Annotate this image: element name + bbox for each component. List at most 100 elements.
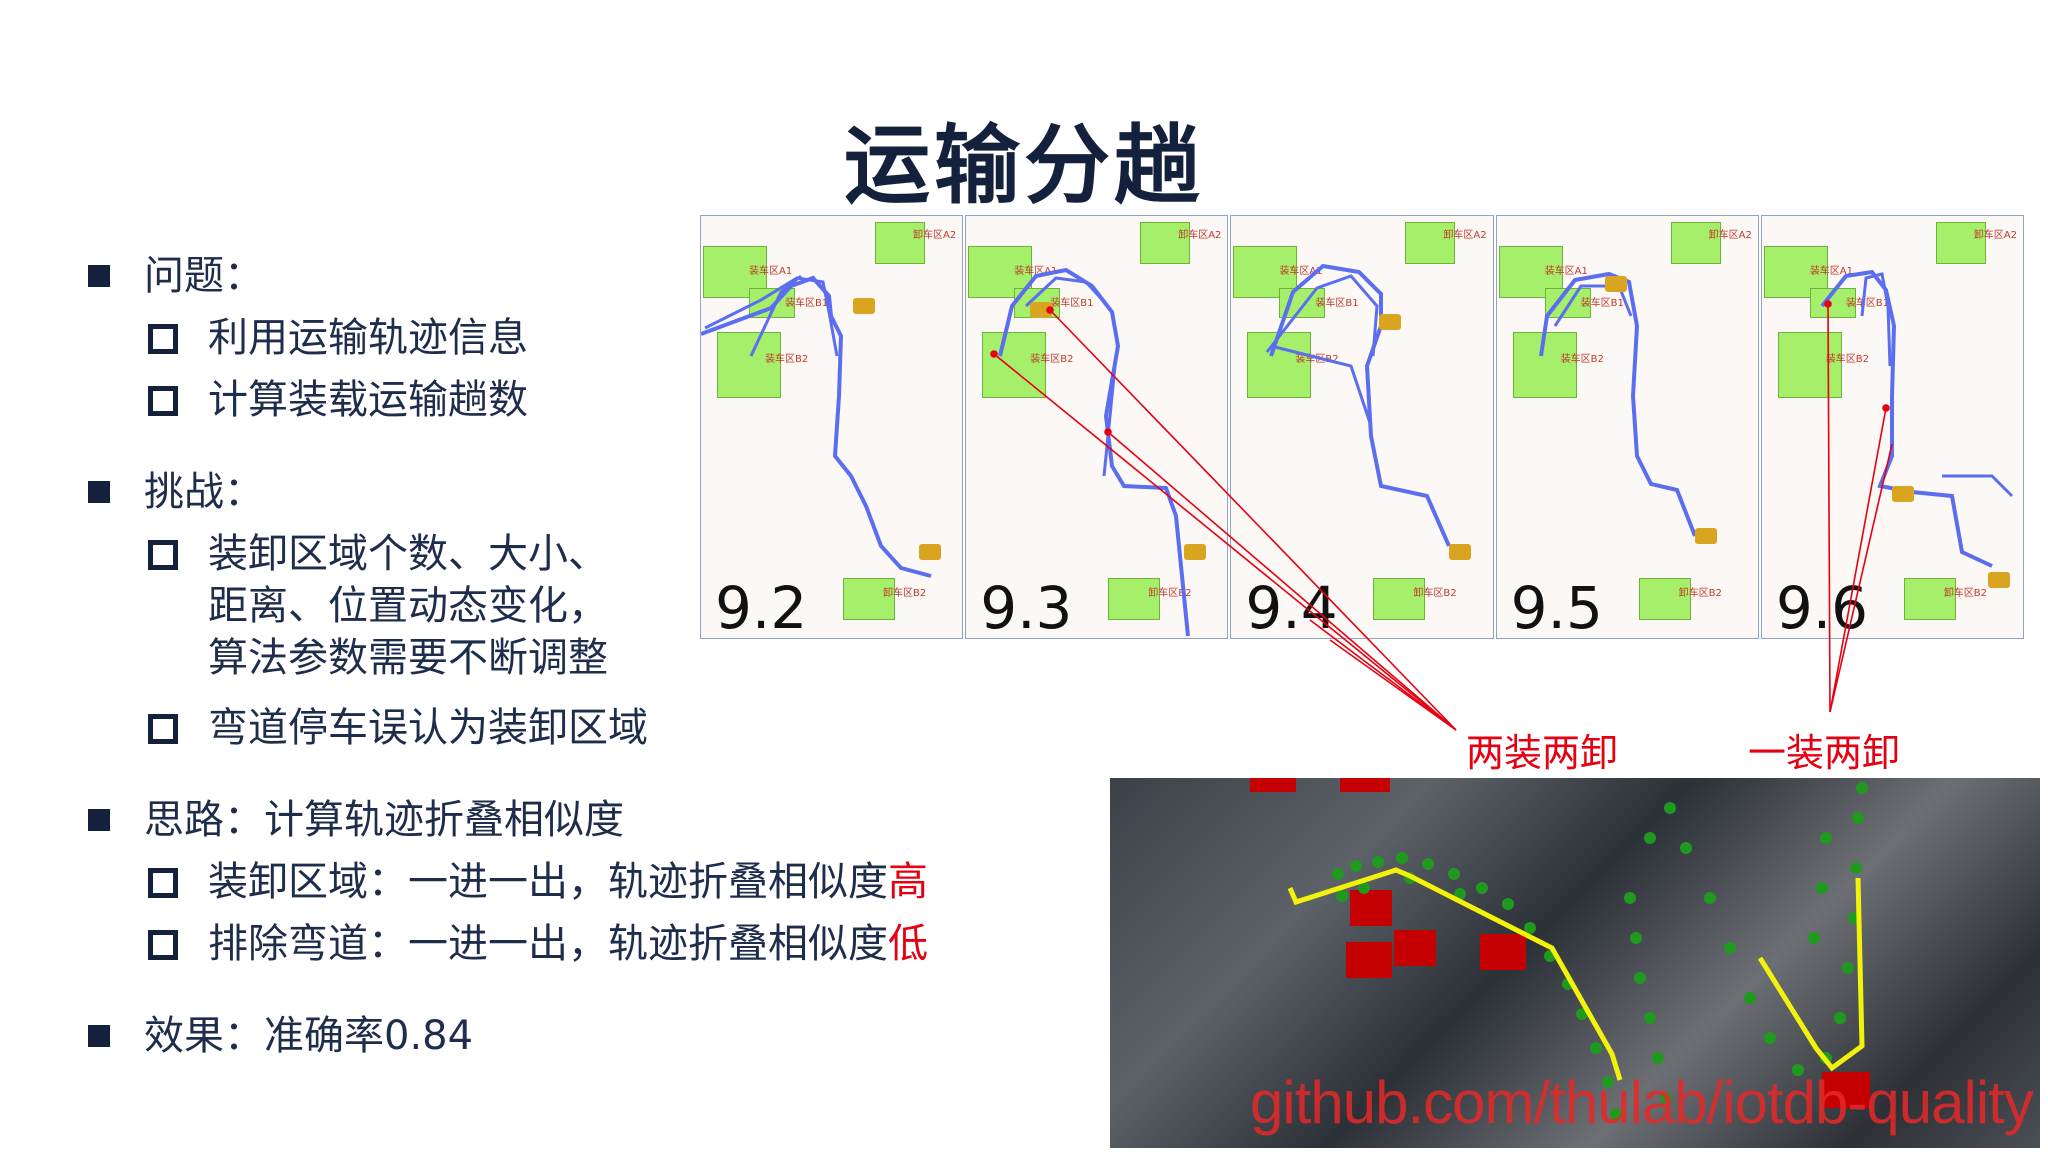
loading-zone-b2 <box>1512 332 1577 398</box>
zone-label: 装车区B2 <box>765 354 809 365</box>
sub-bullet-text-main: 排除弯道：一进一出，轨迹折叠相似度 <box>208 921 888 967</box>
truck-icon <box>1030 302 1053 318</box>
trajectory-overlay <box>1250 778 1870 1120</box>
bullet-idea-label: 思路：计算轨迹折叠相似度 <box>144 797 624 843</box>
date-label: 9.4 <box>1245 574 1338 639</box>
loading-zone-b2 <box>717 332 781 398</box>
zone-label: 装车区B1 <box>1315 298 1359 309</box>
bullet-problem: 问题： <box>88 250 264 302</box>
highlight-low: 低 <box>888 921 928 967</box>
unloading-zone-b2 <box>1373 578 1426 620</box>
sub-bullet-text: 装卸区域：一进一出，轨迹折叠相似度高 <box>208 856 928 908</box>
hollow-square-bullet-icon <box>148 386 178 416</box>
unloading-zone-b2 <box>1638 578 1691 620</box>
hollow-square-bullet-icon <box>148 714 178 744</box>
truck-icon <box>1184 544 1207 560</box>
hollow-square-bullet-icon <box>148 324 178 354</box>
page-title: 运输分趟 <box>844 116 1204 216</box>
unloading-zone-b2 <box>1108 578 1161 620</box>
hollow-square-bullet-icon <box>148 540 178 570</box>
square-bullet-icon <box>88 1025 110 1047</box>
trajectory-track <box>1820 269 2013 568</box>
square-bullet-icon <box>88 481 110 503</box>
truck-icon <box>1987 572 2010 588</box>
unloading-zone-b2 <box>843 578 895 620</box>
github-watermark: github.com/thulab/iotdb-quality <box>1250 1069 2034 1136</box>
sub-bullet-text-main: 装卸区域：一进一出，轨迹折叠相似度 <box>208 859 888 905</box>
zone-label: 装车区B1 <box>1050 298 1094 309</box>
trajectory-panel: 装车区A1 装车区B1 装车区B2 卸车区A2 卸车区B2 9.6 <box>1760 215 2025 639</box>
zone-label: 卸车区A2 <box>1973 230 2018 241</box>
zone-label: 装车区B2 <box>1825 354 1870 365</box>
loading-zone-b2 <box>1247 332 1312 398</box>
sub-bullet-idea-1: 装卸区域：一进一出，轨迹折叠相似度高 <box>148 856 928 908</box>
zone-label: 装车区B1 <box>785 298 829 309</box>
unloading-zone-a2 <box>1935 222 1986 264</box>
trajectory-panel: 装车区A1 装车区B1 装车区B2 卸车区A2 卸车区B2 9.2 <box>700 215 964 639</box>
zone-label: 卸车区A2 <box>913 230 957 241</box>
zone-label: 卸车区A2 <box>1443 230 1487 241</box>
zone-label: 装车区A1 <box>749 266 793 277</box>
zone-label: 装车区B2 <box>1030 354 1074 365</box>
sub-bullet-challenge-1: 装卸区域个数、大小、 距离、位置动态变化， 算法参数需要不断调整 <box>148 528 608 684</box>
zone-label: 卸车区B2 <box>1413 588 1457 599</box>
square-bullet-icon <box>88 265 110 287</box>
truck-icon <box>853 298 875 314</box>
bullet-result: 效果：准确率0.84 <box>88 1010 473 1062</box>
square-bullet-icon <box>88 809 110 831</box>
bullet-result-label: 效果：准确率0.84 <box>144 1013 474 1059</box>
date-label: 9.5 <box>1510 574 1603 639</box>
satellite-image: github.com/thulab/iotdb-quality <box>1110 778 2040 1148</box>
truck-icon <box>1449 544 1472 560</box>
zone-label: 装车区A1 <box>1809 266 1854 277</box>
zone-label: 卸车区A2 <box>1708 230 1752 241</box>
truck-icon <box>919 544 941 560</box>
zone-label: 卸车区B2 <box>1943 588 1988 599</box>
sub-bullet-text: 排除弯道：一进一出，轨迹折叠相似度低 <box>208 918 928 970</box>
bullet-challenge-label: 挑战： <box>144 469 264 515</box>
trajectory-panel: 装车区A1 装车区B1 装车区B2 卸车区A2 卸车区B2 9.4 <box>1230 215 1494 639</box>
sub-bullet-text: 弯道停车误认为装卸区域 <box>208 705 648 751</box>
truck-icon <box>1379 314 1402 330</box>
hollow-square-bullet-icon <box>148 930 178 960</box>
truck-icon <box>1694 528 1717 544</box>
zone-label: 装车区B1 <box>1845 298 1890 309</box>
zone-label: 卸车区B2 <box>1148 588 1192 599</box>
truck-icon <box>1604 276 1627 292</box>
loading-zone-b2 <box>1777 332 1842 398</box>
bullet-challenge: 挑战： <box>88 466 264 518</box>
sub-bullet-text: 利用运输轨迹信息 <box>208 315 528 361</box>
sub-bullet-text: 计算装载运输趟数 <box>208 377 528 423</box>
bullet-problem-label: 问题： <box>144 253 264 299</box>
zone-label: 卸车区A2 <box>1178 230 1222 241</box>
zone-label: 装车区A1 <box>1544 266 1588 277</box>
truck-icon <box>1891 486 1914 502</box>
annotation-two-load-two-unload: 两装两卸 <box>1466 731 1619 775</box>
sub-bullet-problem-2: 计算装载运输趟数 <box>148 374 528 426</box>
bullet-idea: 思路：计算轨迹折叠相似度 <box>88 794 624 846</box>
zone-label: 装车区A1 <box>1014 266 1058 277</box>
sub-bullet-challenge-2: 弯道停车误认为装卸区域 <box>148 702 648 754</box>
trajectory-track <box>1538 271 1697 537</box>
zone-label: 装车区B2 <box>1295 354 1339 365</box>
trajectory-panels: 装车区A1 装车区B1 装车区B2 卸车区A2 卸车区B2 9.2 装车区A1 … <box>700 215 2026 639</box>
sub-bullet-problem-1: 利用运输轨迹信息 <box>148 312 528 364</box>
trajectory-track <box>701 274 932 578</box>
zone-label: 装车区B1 <box>1580 298 1624 309</box>
date-label: 9.2 <box>715 574 808 639</box>
hollow-square-bullet-icon <box>148 868 178 898</box>
sub-bullet-text: 装卸区域个数、大小、 距离、位置动态变化， 算法参数需要不断调整 <box>208 531 608 681</box>
unloading-zone-a2 <box>1405 222 1456 264</box>
date-label: 9.3 <box>980 574 1073 639</box>
trajectory-panel: 装车区A1 装车区B1 装车区B2 卸车区A2 卸车区B2 9.5 <box>1495 215 1759 639</box>
zone-label: 卸车区B2 <box>1678 588 1722 599</box>
unloading-zone-a2 <box>1140 222 1191 264</box>
zone-label: 装车区B2 <box>1560 354 1604 365</box>
trajectory-panel: 装车区A1 装车区B1 装车区B2 卸车区A2 卸车区B2 9.3 <box>965 215 1229 639</box>
sub-bullet-idea-2: 排除弯道：一进一出，轨迹折叠相似度低 <box>148 918 928 970</box>
highlight-high: 高 <box>888 859 928 905</box>
annotation-one-load-two-unload: 一装两卸 <box>1748 731 1901 775</box>
unloading-zone-a2 <box>1670 222 1721 264</box>
zone-label: 卸车区B2 <box>883 588 927 599</box>
